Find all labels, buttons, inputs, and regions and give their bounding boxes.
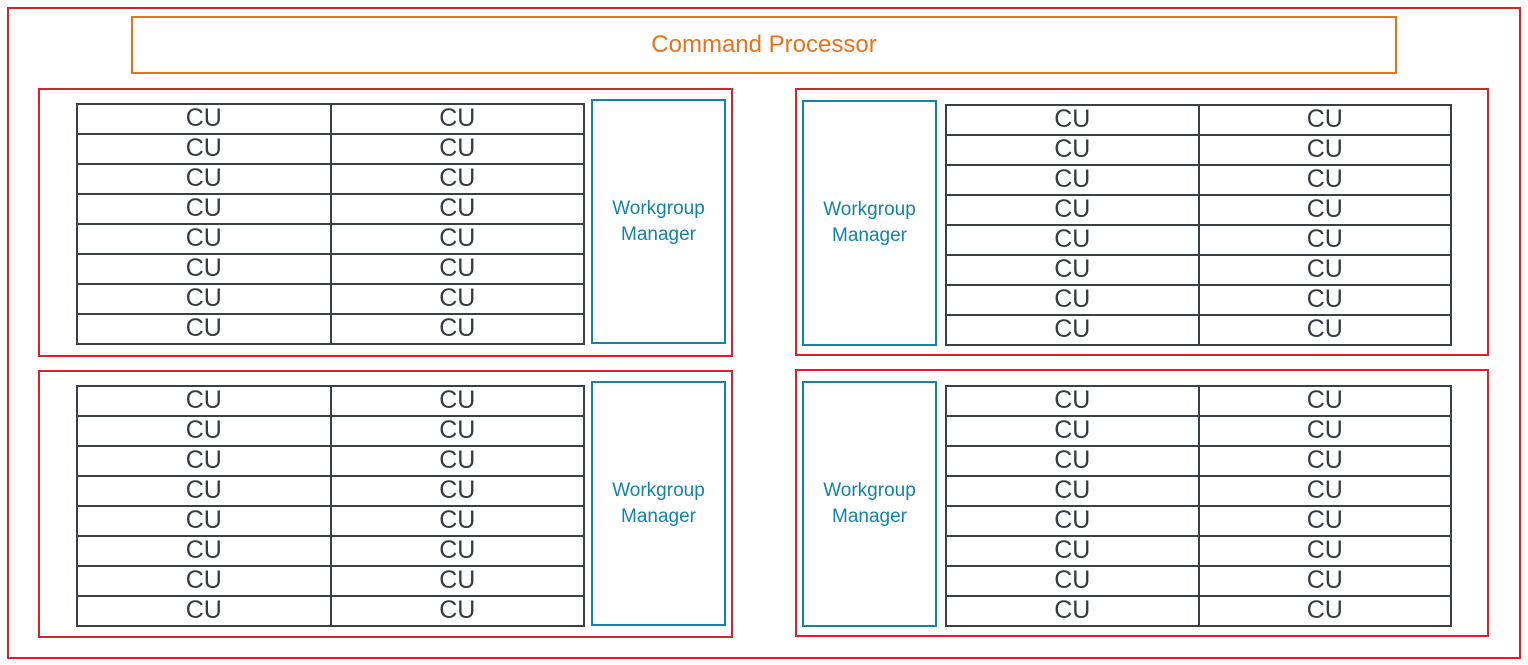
cu-cell: CU	[1198, 386, 1451, 416]
workgroup-manager-label: Workgroup Manager	[823, 480, 916, 527]
cu-cell: CU	[1198, 566, 1451, 596]
cu-cell: CU	[946, 285, 1199, 315]
cu-cell: CU	[77, 164, 331, 194]
workgroup-manager-box: Workgroup Manager	[591, 381, 726, 626]
cu-cell: CU	[77, 596, 331, 626]
cu-cell: CU	[946, 506, 1199, 536]
cu-cell: CU	[77, 446, 331, 476]
cu-cell: CU	[77, 536, 331, 566]
cu-cell: CU	[330, 506, 584, 536]
cu-cell: CU	[330, 224, 584, 254]
cu-cell: CU	[77, 506, 331, 536]
cu-cell: CU	[946, 255, 1199, 285]
cu-cell: CU	[330, 566, 584, 596]
cu-cell: CU	[330, 194, 584, 224]
cu-cell: CU	[946, 195, 1199, 225]
cu-cell: CU	[77, 254, 331, 284]
cu-cell: CU	[77, 134, 331, 164]
cu-cell: CU	[946, 476, 1199, 506]
cu-cell: CU	[946, 105, 1199, 135]
cu-cell: CU	[946, 596, 1199, 626]
cu-cell: CU	[77, 386, 331, 416]
cu-cell: CU	[77, 476, 331, 506]
cu-cell: CU	[946, 135, 1199, 165]
cu-cell: CU	[330, 254, 584, 284]
workgroup-manager-label: Workgroup Manager	[612, 479, 705, 527]
cu-cell: CU	[77, 104, 331, 134]
cu-cell: CU	[77, 194, 331, 224]
gpu-outer-border	[7, 7, 1521, 659]
cu-cell: CU	[330, 536, 584, 566]
cu-cell: CU	[946, 446, 1199, 476]
workgroup-manager-box: Workgroup Manager	[802, 100, 937, 346]
cu-cell: CU	[330, 386, 584, 416]
cu-cell: CU	[946, 386, 1199, 416]
cu-cell: CU	[1198, 135, 1451, 165]
cu-cell: CU	[1198, 105, 1451, 135]
cu-cell: CU	[1198, 165, 1451, 195]
cu-cell: CU	[1198, 476, 1451, 506]
command-processor-label: Command Processor	[651, 31, 877, 58]
cu-cell: CU	[946, 165, 1199, 195]
cu-cell: CU	[330, 134, 584, 164]
cu-cell: CU	[330, 284, 584, 314]
cu-cell: CU	[330, 164, 584, 194]
cu-cell: CU	[1198, 315, 1451, 345]
workgroup-manager-label: Workgroup Manager	[823, 199, 916, 246]
cu-cell: CU	[77, 314, 331, 344]
cu-cell: CU	[1198, 506, 1451, 536]
cu-cell: CU	[77, 224, 331, 254]
command-processor-box: Command Processor	[131, 16, 1397, 74]
workgroup-manager-label: Workgroup Manager	[612, 197, 705, 245]
cu-cell: CU	[330, 314, 584, 344]
cu-cell: CU	[77, 416, 331, 446]
cu-cell: CU	[77, 284, 331, 314]
cu-cell: CU	[946, 315, 1199, 345]
cu-cell: CU	[1198, 416, 1451, 446]
cu-cell: CU	[1198, 446, 1451, 476]
cu-cell: CU	[1198, 255, 1451, 285]
cu-cell: CU	[1198, 536, 1451, 566]
cu-cell: CU	[1198, 285, 1451, 315]
cu-cell: CU	[330, 446, 584, 476]
cu-cell: CU	[330, 104, 584, 134]
workgroup-manager-box: Workgroup Manager	[802, 381, 937, 627]
cu-cell: CU	[946, 416, 1199, 446]
cu-cell: CU	[1198, 225, 1451, 255]
cu-cell: CU	[946, 536, 1199, 566]
workgroup-manager-box: Workgroup Manager	[591, 99, 726, 344]
cu-cell: CU	[946, 225, 1199, 255]
cu-cell: CU	[330, 416, 584, 446]
cu-cell: CU	[1198, 195, 1451, 225]
cu-cell: CU	[77, 566, 331, 596]
cu-cell: CU	[946, 566, 1199, 596]
cu-cell: CU	[330, 596, 584, 626]
cu-cell: CU	[330, 476, 584, 506]
cu-cell: CU	[1198, 596, 1451, 626]
